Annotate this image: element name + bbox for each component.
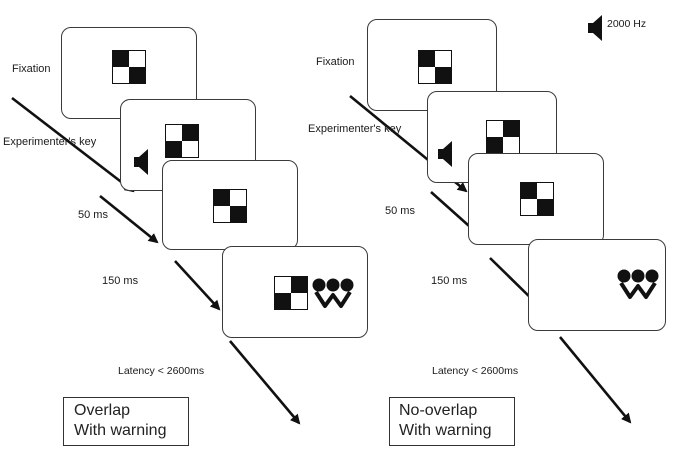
checkerboard-icon: [418, 50, 452, 84]
gap-screen-left: [162, 160, 298, 250]
speaker-icon: [133, 148, 149, 176]
gap-screen-right: [468, 153, 604, 245]
condition-line1-left: Overlap: [74, 402, 131, 419]
checkerboard-icon: [520, 182, 554, 216]
checkerboard-icon: [165, 124, 199, 158]
speaker-icon: [587, 14, 603, 42]
target-screen-left: [222, 246, 368, 338]
checkerboard-icon: [112, 50, 146, 84]
timeline-arrow-left-3: [174, 260, 221, 311]
timeline-arrow-left-4: [229, 340, 301, 425]
label-fixation-right: Fixation: [316, 56, 355, 68]
sweets-icon: [617, 268, 659, 300]
condition-box-left: Overlap With warning: [63, 397, 189, 446]
timeline-arrow-left-2: [99, 194, 159, 244]
checkerboard-icon: [274, 276, 308, 310]
target-screen-right: [528, 239, 666, 331]
condition-box-right: No-overlap With warning: [389, 397, 515, 446]
condition-line1-right: No-overlap: [399, 402, 478, 419]
label-sound-frequency: 2000 Hz: [607, 18, 647, 30]
label-50ms-left: 50 ms: [78, 209, 108, 221]
speaker-icon: [437, 140, 453, 168]
checkerboard-icon: [213, 189, 247, 223]
label-latency-left: Latency < 2600ms: [118, 365, 205, 377]
condition-line2-right: With warning: [399, 422, 492, 439]
label-experimenter-key-left: Experimenter's key: [3, 136, 97, 148]
checkerboard-icon: [486, 120, 520, 154]
timeline-arrow-right-4: [558, 336, 632, 424]
label-experimenter-key-right: Experimenter's key: [308, 123, 402, 135]
label-fixation-left: Fixation: [12, 63, 51, 75]
label-150ms-left: 150 ms: [102, 275, 139, 287]
label-150ms-right: 150 ms: [431, 275, 468, 287]
condition-line2-left: With warning: [74, 422, 167, 439]
sweets-icon: [312, 277, 354, 309]
timeline-arrow-left-1: [11, 96, 135, 193]
label-50ms-right: 50 ms: [385, 205, 415, 217]
label-latency-right: Latency < 2600ms: [432, 365, 519, 377]
